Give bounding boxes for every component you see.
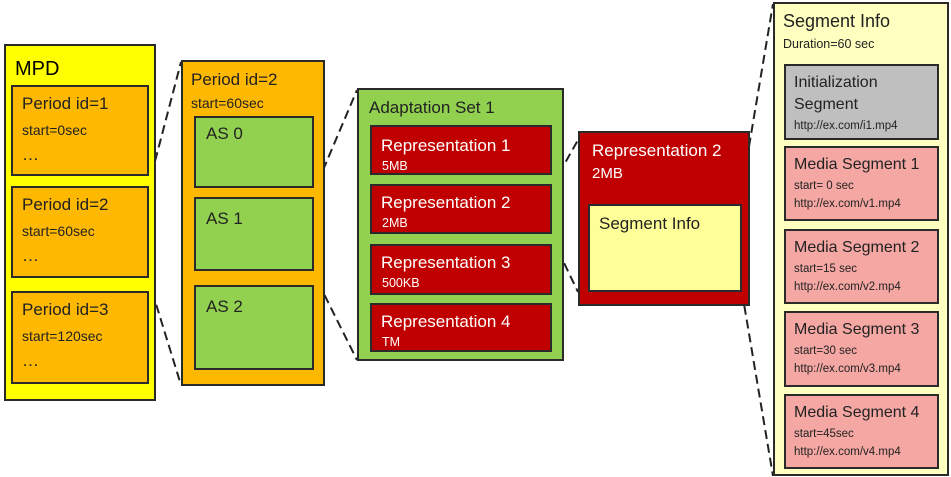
period-1-name: Period id=1 — [22, 94, 109, 113]
init-segment-url: http://ex.com/i1.mp4 — [794, 120, 898, 132]
period-start: start=60sec — [191, 95, 264, 111]
period-1-more: … — [22, 145, 39, 164]
init-segment-box: Initialization Segment http://ex.com/i1.… — [784, 64, 939, 140]
period-3-name: Period id=3 — [22, 300, 109, 319]
mpd-title: MPD — [15, 58, 60, 80]
period-1-start: start=0sec — [22, 122, 87, 138]
media-segment-2-name: Media Segment 2 — [794, 239, 920, 256]
media-segment-1-start: start= 0 sec — [794, 180, 854, 192]
representation-4-size: TM — [382, 335, 401, 349]
segment-info-title: Segment Info — [783, 11, 891, 31]
period-2-more: … — [22, 246, 39, 265]
media-segment-3-box: Media Segment 3 start=30 sec http://ex.c… — [784, 311, 939, 387]
media-segment-3-start: start=30 sec — [794, 345, 857, 357]
representation-4-box: Representation 4 TM — [370, 303, 552, 352]
representation-1-name: Representation 1 — [381, 136, 511, 155]
period-title: Period id=2 — [191, 70, 278, 89]
as-0-box: AS 0 — [194, 116, 314, 188]
period-3-more: … — [22, 351, 39, 370]
media-segment-1-name: Media Segment 1 — [794, 156, 920, 173]
media-segment-3-name: Media Segment 3 — [794, 321, 920, 338]
representation-detail-title: Representation 2 — [592, 141, 722, 160]
mpd-period-2: Period id=2 start=60sec … — [11, 186, 149, 278]
media-segment-4-box: Media Segment 4 start=45sec http://ex.co… — [784, 394, 939, 469]
representation-3-name: Representation 3 — [381, 253, 511, 272]
representation-1-box: Representation 1 5MB — [370, 125, 552, 175]
init-segment-line2: Segment — [794, 96, 859, 113]
period-2-start: start=60sec — [22, 223, 95, 239]
media-segment-2-start: start=15 sec — [794, 263, 857, 275]
connector-rep-seg-bottom — [741, 291, 774, 477]
media-segment-2-url: http://ex.com/v2.mp4 — [794, 281, 901, 293]
media-segment-2-box: Media Segment 2 start=15 sec http://ex.c… — [784, 229, 939, 304]
period-2-name: Period id=2 — [22, 195, 109, 214]
representation-2-size: 2MB — [382, 216, 408, 230]
segment-info-duration: Duration=60 sec — [783, 37, 875, 51]
as-2-box: AS 2 — [194, 285, 314, 370]
as-1-box: AS 1 — [194, 197, 314, 271]
media-segment-4-url: http://ex.com/v4.mp4 — [794, 446, 901, 458]
media-segment-1-box: Media Segment 1 start= 0 sec http://ex.c… — [784, 146, 939, 221]
representation-3-size: 500KB — [382, 276, 420, 290]
media-segment-3-url: http://ex.com/v3.mp4 — [794, 363, 901, 375]
media-segment-1-url: http://ex.com/v1.mp4 — [794, 198, 901, 210]
representation-1-size: 5MB — [382, 159, 408, 173]
representation-4-name: Representation 4 — [381, 312, 511, 331]
adaptation-set-title: Adaptation Set 1 — [369, 98, 495, 117]
mpd-period-3: Period id=3 start=120sec … — [11, 291, 149, 384]
representation-3-box: Representation 3 500KB — [370, 244, 552, 295]
segment-info-inner-label: Segment Info — [599, 214, 701, 233]
representation-2-box: Representation 2 2MB — [370, 184, 552, 234]
media-segment-4-name: Media Segment 4 — [794, 404, 920, 421]
as-2-label: AS 2 — [206, 297, 243, 316]
segment-info-inner-box: Segment Info — [588, 204, 742, 292]
media-segment-4-start: start=45sec — [794, 428, 854, 440]
as-1-label: AS 1 — [206, 209, 243, 228]
as-0-label: AS 0 — [206, 124, 243, 143]
period-3-start: start=120sec — [22, 328, 103, 344]
init-segment-line1: Initialization — [794, 74, 878, 91]
representation-detail-size: 2MB — [592, 165, 623, 182]
mpd-period-1: Period id=1 start=0sec … — [11, 85, 149, 176]
representation-2-name: Representation 2 — [381, 193, 511, 212]
